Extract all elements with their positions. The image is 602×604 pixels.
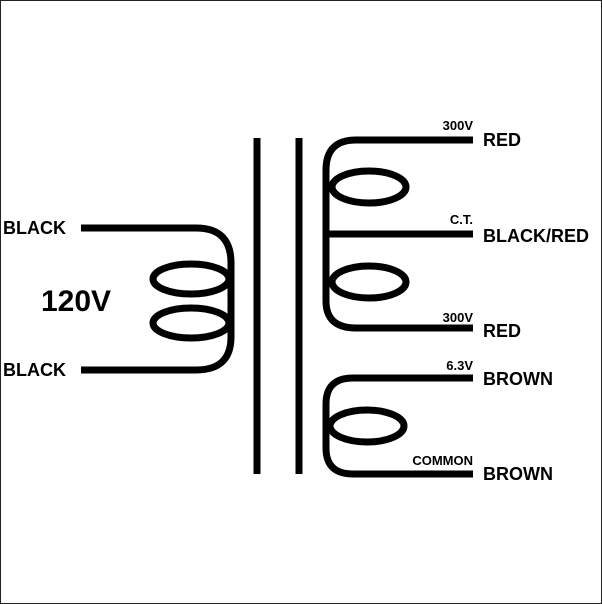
hv-loop-2 (328, 262, 410, 302)
filament-loop (326, 406, 408, 446)
tap-2-voltage-label: C.T. (450, 212, 473, 227)
tap-2-color-label: BLACK/RED (483, 226, 589, 246)
tap-4-color-label: BROWN (483, 369, 553, 389)
primary-winding (81, 224, 235, 374)
tap-3-voltage-label: 300V (443, 310, 474, 325)
primary-top-lead-label: BLACK (3, 218, 66, 238)
tap-5-color-label: BROWN (483, 464, 553, 484)
tap-5-voltage-label: COMMON (412, 453, 473, 468)
tap-4-voltage-label: 6.3V (446, 358, 473, 373)
secondary-filament-winding (322, 374, 473, 478)
primary-loop-2 (149, 304, 233, 342)
primary-voltage-label: 120V (41, 285, 111, 318)
tap-1-voltage-label: 300V (443, 118, 474, 133)
hv-loop-1 (328, 167, 410, 207)
tap-3-color-label: RED (483, 321, 521, 341)
primary-loop-1 (149, 260, 233, 298)
primary-bottom-lead-label: BLACK (3, 360, 66, 380)
tap-1-color-label: RED (483, 130, 521, 150)
